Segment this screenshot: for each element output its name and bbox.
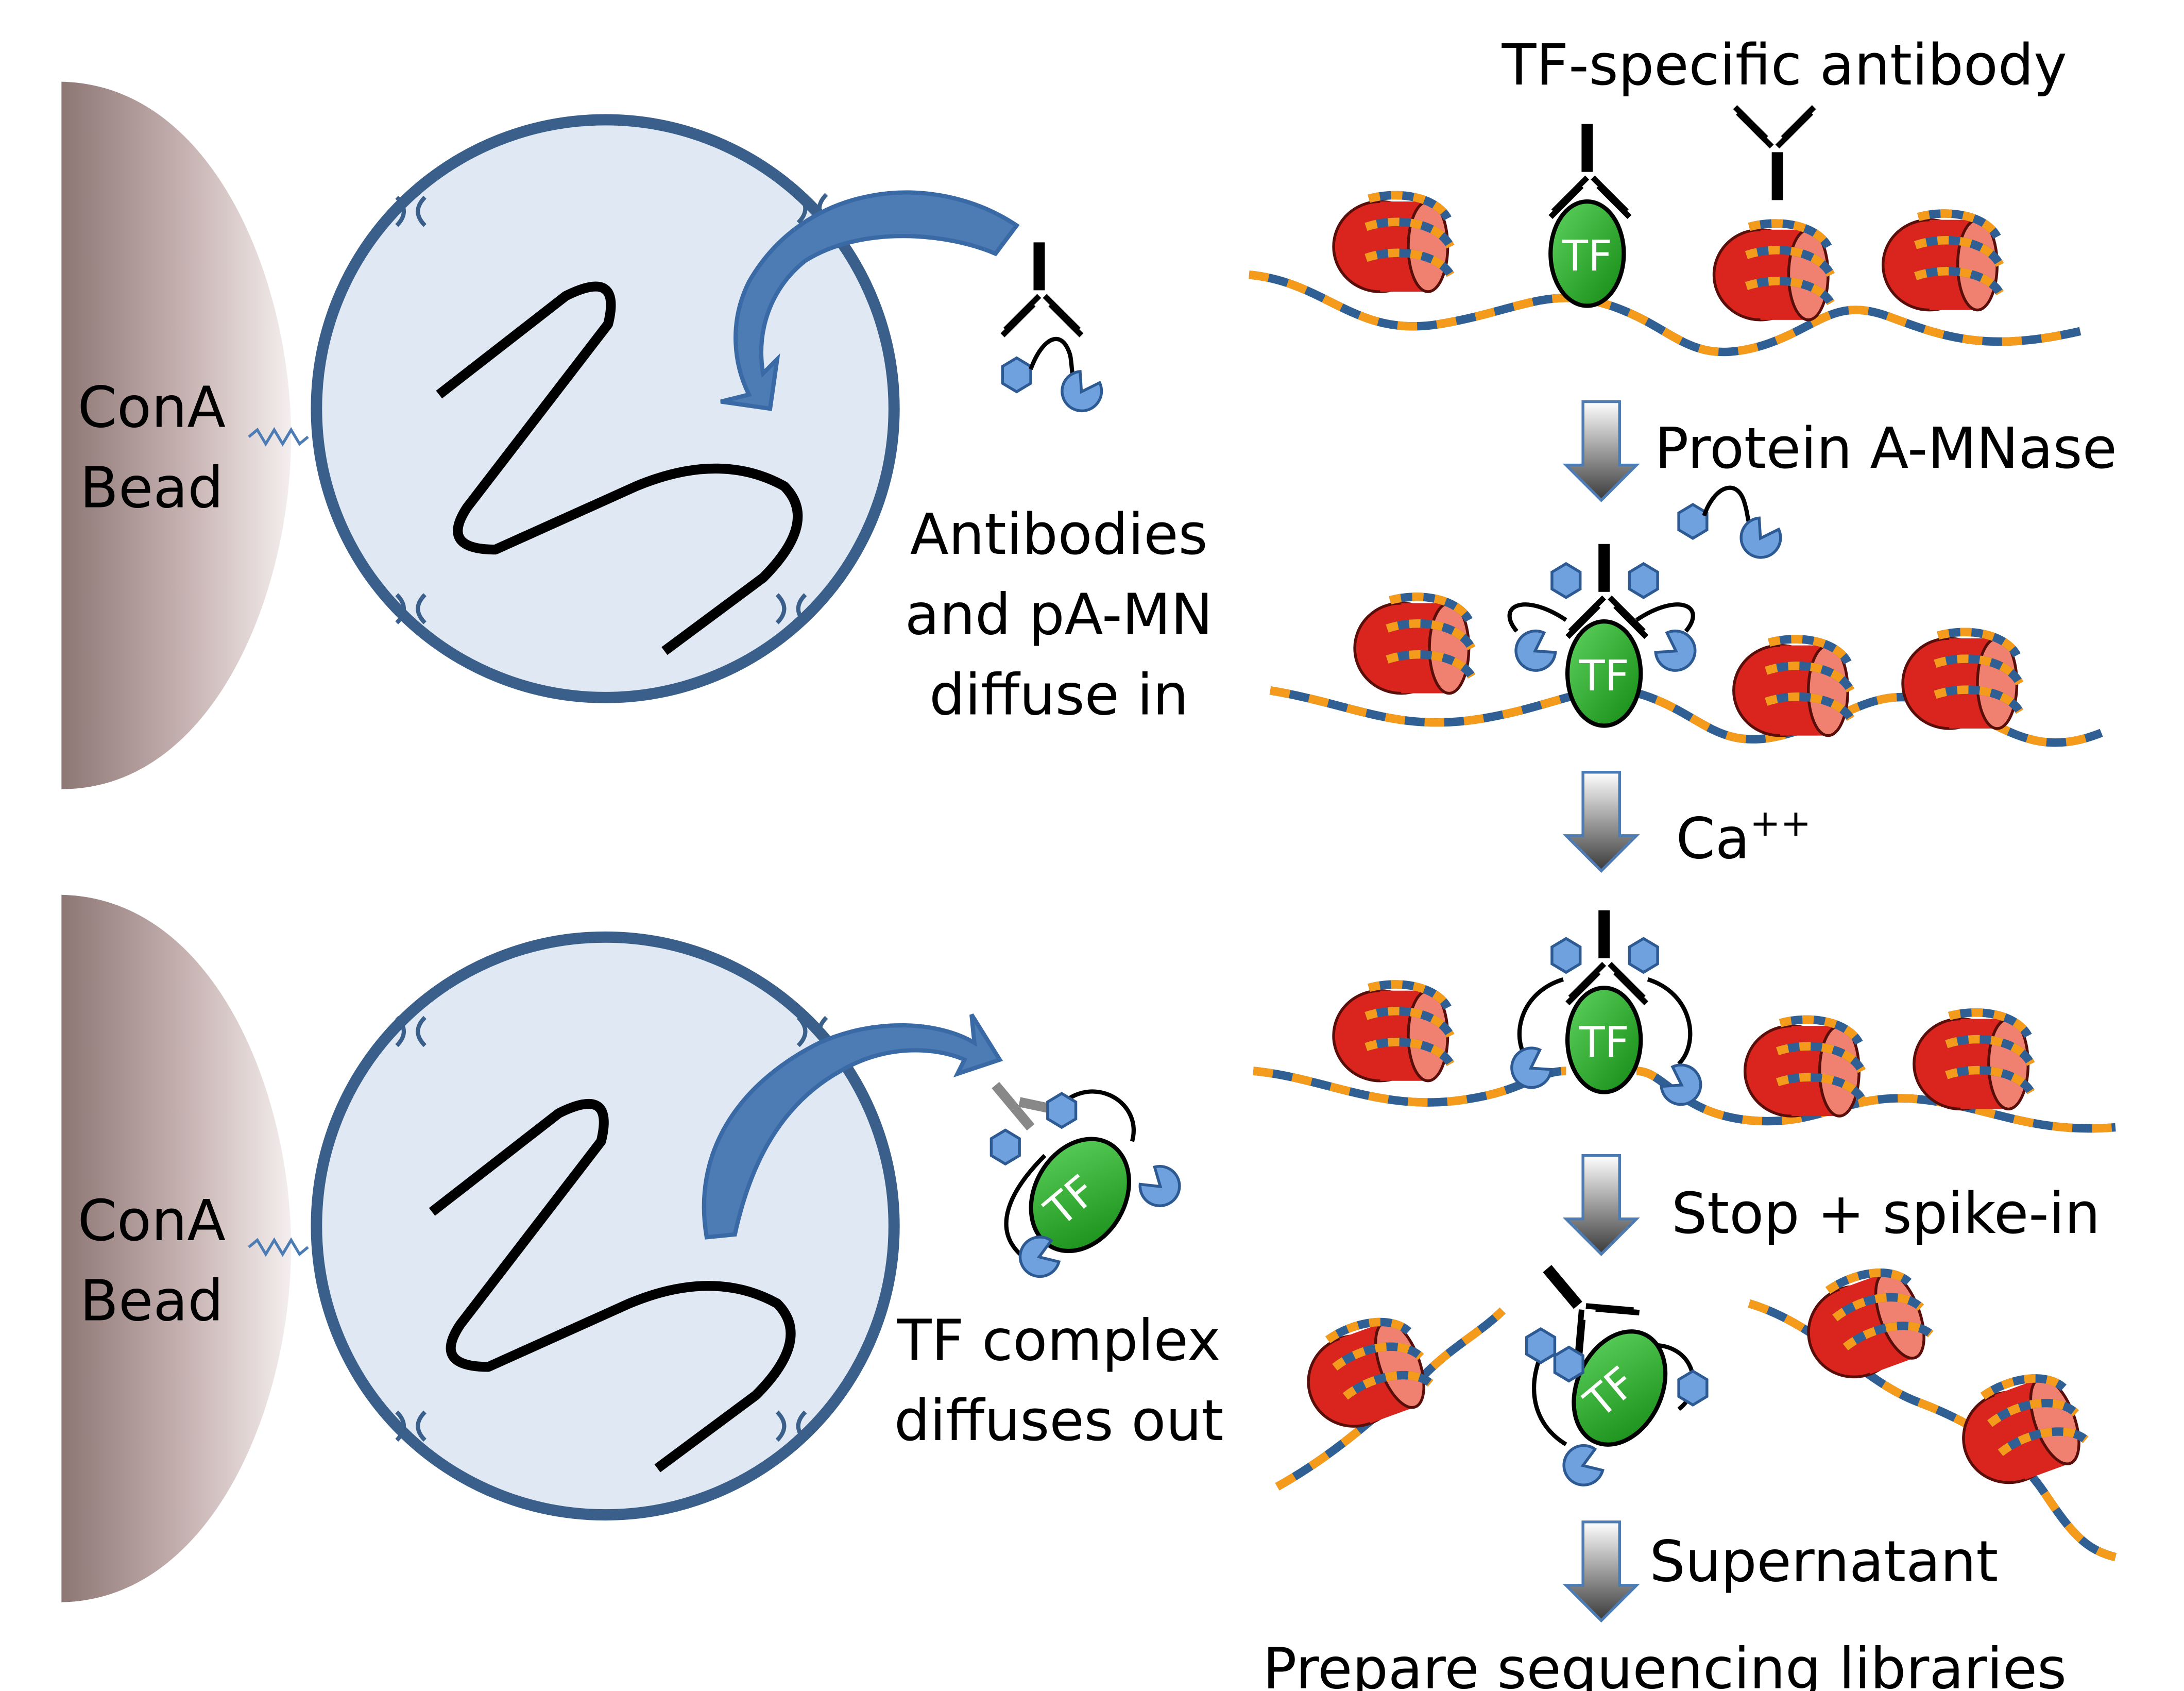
bead-label-top-line2: Bead: [80, 455, 224, 521]
protein-a-mnase-free: [1679, 485, 1786, 565]
step-arrow-1: [1562, 400, 1640, 502]
step2-base: Ca: [1676, 806, 1750, 872]
protein-a-icon: [1629, 939, 1658, 973]
step-arrow-2: [1562, 771, 1640, 873]
nucleosome-icon: [1794, 1259, 1936, 1390]
bead-label-bottom-line2: Bead: [80, 1268, 224, 1334]
nucleosome-icon: [1903, 632, 2020, 729]
nucleosome-icon: [1914, 1012, 2031, 1109]
tf-protein-row2: [1565, 619, 1643, 728]
tf-label-row3: TF: [1579, 1018, 1629, 1067]
protein-a-icon: [1679, 1371, 1707, 1405]
nucleosome-icon: [1745, 1020, 1862, 1116]
diffuse-out-arrow: [702, 1013, 1003, 1240]
nucleosome-icon: [1293, 1309, 1436, 1440]
top-caption-line2: and pA-MN: [905, 582, 1213, 648]
step1-label: Protein A-MNase: [1654, 415, 2117, 481]
antibody-label: TF-specific antibody: [1502, 32, 2067, 98]
step4-label: Supernatant: [1649, 1529, 1998, 1595]
tf-protein-row1: [1548, 199, 1626, 308]
cona-bead-bottom: [61, 894, 292, 1602]
antibody-icon: [1002, 242, 1081, 335]
tether-top: [248, 427, 309, 447]
protein-a-icon: [991, 1130, 1019, 1164]
step-arrow-4: [1562, 1520, 1640, 1623]
protein-a-icon: [1002, 358, 1031, 392]
tf-label-row2: TF: [1579, 652, 1629, 701]
nucleus-bottom: [311, 931, 900, 1521]
protein-a-icon: [1048, 1093, 1076, 1127]
nucleosome-icon: [1714, 224, 1831, 320]
top-caption-line1: Antibodies: [910, 501, 1208, 567]
antibody-icon: [1735, 107, 1814, 200]
protein-a-icon: [1552, 564, 1580, 598]
mnase-icon: [1651, 625, 1702, 678]
chromatin-row-2: TF: [1269, 544, 2103, 747]
nucleosome-icon: [1334, 984, 1451, 1080]
chromatin-row-1: TF: [1249, 107, 2081, 357]
bead-label-top-line1: ConA: [78, 375, 226, 441]
protein-a-icon: [1629, 564, 1658, 598]
chromatin-top: [436, 281, 803, 655]
mnase-icon: [1509, 625, 1560, 678]
final-step-label: Prepare sequencing libraries: [1263, 1636, 2067, 1691]
step3-label: Stop + spike-in: [1671, 1180, 2101, 1246]
released-tf-complex: TF: [991, 1081, 1188, 1282]
bottom-caption-line2: diffuses out: [894, 1388, 1224, 1453]
right-column: TF-specific antibody TF Protein A-MNase: [1249, 32, 2117, 1691]
diffuse-in-arrow: [720, 190, 1020, 411]
nucleosome-icon: [1949, 1365, 2091, 1496]
nucleosome-icon: [1734, 639, 1851, 735]
tf-protein-row3: [1565, 986, 1643, 1094]
chromatin-row-4: TF: [1275, 1241, 2117, 1562]
tf-label-row1: TF: [1562, 232, 1612, 281]
protein-a-icon: [1527, 1329, 1555, 1363]
nucleus-top: [311, 114, 900, 703]
top-left-panel: ConA Bead Antibodies and pA-MN diffuse i…: [61, 81, 1213, 789]
chromatin-bottom: [429, 1098, 796, 1473]
bottom-left-panel: ConA Bead TF TF complex diffuses out: [61, 894, 1224, 1602]
mnase-icon: [1558, 1441, 1606, 1491]
protein-a-icon: [1679, 504, 1707, 538]
mnase-icon: [1135, 1160, 1188, 1213]
mnase-icon: [1734, 514, 1786, 565]
step2-label: Ca++: [1676, 802, 1812, 872]
nucleosome-icon: [1883, 213, 2000, 310]
nucleosome-icon: [1334, 195, 1451, 292]
protein-a-icon: [1555, 1347, 1583, 1381]
bottom-caption-line1: TF complex: [897, 1307, 1221, 1373]
protein-a-icon: [1552, 939, 1580, 973]
cona-bead-top: [61, 81, 292, 789]
step2-superscript: ++: [1750, 802, 1811, 844]
mnase-icon: [1055, 367, 1107, 418]
top-caption-line3: diffuse in: [929, 662, 1188, 728]
tether-bottom: [248, 1237, 309, 1257]
nucleosome-icon: [1355, 597, 1472, 693]
chromatin-row-3: TF: [1253, 910, 2116, 1133]
step-arrow-3: [1562, 1154, 1640, 1257]
bead-label-bottom-line1: ConA: [78, 1188, 226, 1254]
